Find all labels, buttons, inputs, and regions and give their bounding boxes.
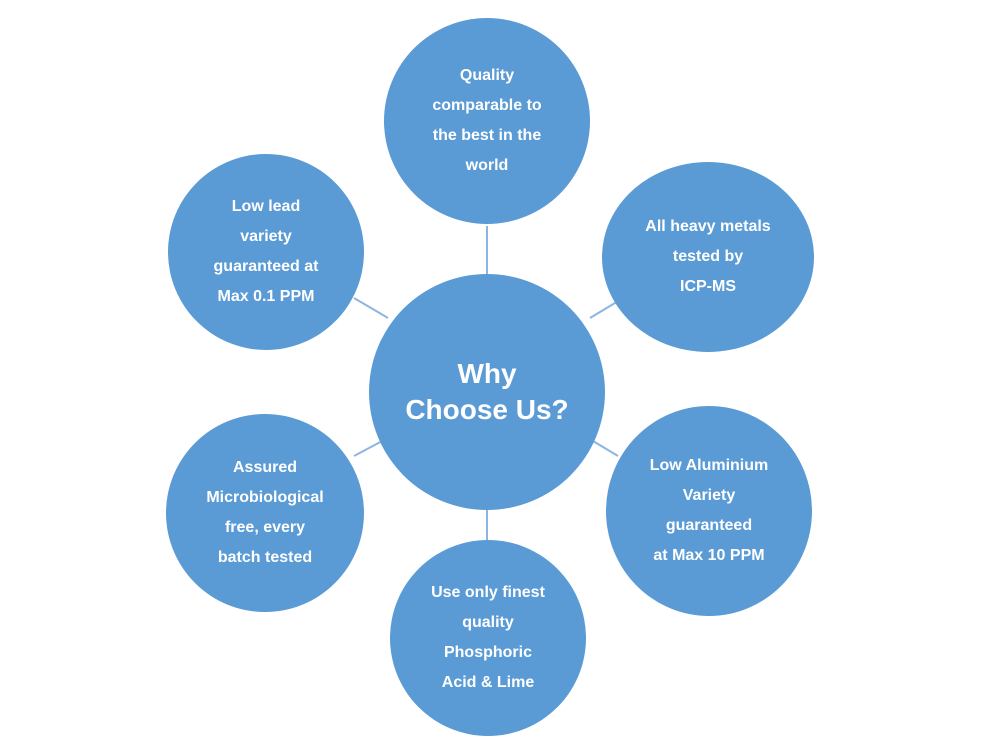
node-label-line: Phosphoric	[443, 644, 532, 661]
node-label-line: guaranteed	[665, 517, 753, 534]
node-label-line: Variety	[682, 487, 736, 504]
node-upper-left: Low lead variety guaranteed at Max 0.1 P…	[168, 154, 364, 350]
node-label-line: All heavy metals	[645, 218, 771, 235]
node-upper-left-label: Low lead variety guaranteed at Max 0.1 P…	[214, 192, 319, 312]
node-lower-left: Assured Microbiological free, every batc…	[166, 414, 364, 612]
node-top-label: Quality comparable to the best in the wo…	[432, 61, 541, 181]
center-label-line: Choose Us?	[405, 394, 569, 425]
node-label-line: batch tested	[217, 549, 313, 566]
node-label-line: free, every	[224, 519, 306, 536]
node-lower-right-label: Low Aluminium Variety guaranteed at Max …	[650, 451, 769, 571]
node-label-line: Max 0.1 PPM	[217, 288, 315, 305]
node-label-line: Use only finest	[431, 584, 545, 601]
connector-upper-left	[353, 297, 389, 319]
node-lower-right: Low Aluminium Variety guaranteed at Max …	[606, 406, 812, 616]
node-label-line: tested by	[672, 248, 744, 265]
node-label-line: world	[465, 157, 509, 174]
node-label-line: Acid & Lime	[441, 674, 535, 691]
node-label-line: guaranteed at	[213, 258, 319, 275]
node-upper-right: All heavy metals tested by ICP-MS	[602, 162, 814, 352]
node-bottom-label: Use only finest quality Phosphoric Acid …	[431, 578, 545, 698]
node-bottom: Use only finest quality Phosphoric Acid …	[390, 540, 586, 736]
node-label-line: Low lead	[231, 198, 301, 215]
node-lower-left-label: Assured Microbiological free, every batc…	[206, 453, 323, 573]
node-label-line: Low Aluminium	[649, 457, 769, 474]
node-upper-right-label: All heavy metals tested by ICP-MS	[645, 212, 770, 302]
center-label: Why Choose Us?	[405, 356, 568, 428]
node-label-line: Microbiological	[206, 489, 324, 506]
node-label-line: Quality	[459, 67, 515, 84]
node-label-line: Assured	[232, 459, 298, 476]
center-node: Why Choose Us?	[369, 274, 605, 510]
node-label-line: ICP-MS	[680, 278, 736, 295]
node-label-line: variety	[240, 228, 292, 245]
node-label-line: at Max 10 PPM	[653, 547, 765, 564]
node-label-line: comparable to	[432, 97, 542, 114]
node-label-line: the best in the	[432, 127, 542, 144]
node-label-line: quality	[462, 614, 514, 631]
center-label-line: Why	[457, 358, 517, 389]
node-top: Quality comparable to the best in the wo…	[384, 18, 590, 224]
